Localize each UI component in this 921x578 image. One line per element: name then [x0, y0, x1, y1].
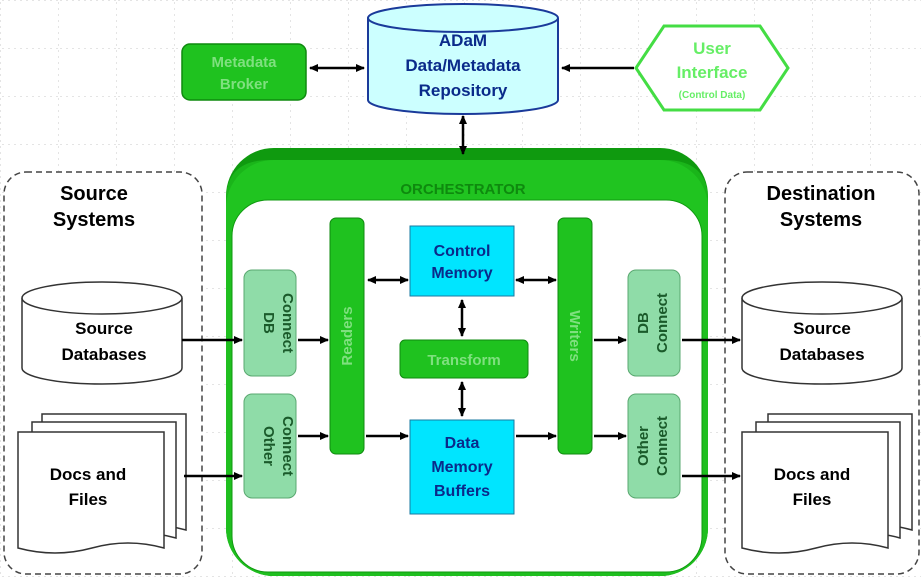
right-other-connect: Other Connect [627, 393, 681, 499]
source-systems-group: Source Systems Source Databases Docs and… [3, 171, 203, 575]
destination-docs-label-1: Docs and [774, 465, 851, 484]
destination-docs-label-2: Files [793, 490, 832, 509]
destination-db-label-2: Databases [779, 345, 864, 364]
destination-systems-title-1: Destination [767, 183, 876, 205]
writers-bar: Writers [557, 217, 593, 455]
left-db-connect-label-2: Connect [279, 293, 296, 353]
repository-label-1: ADaM [439, 31, 487, 50]
right-other-connect-label-2: Connect [654, 416, 671, 476]
destination-db-label-1: Source [793, 319, 851, 338]
right-db-connect-label-2: Connect [654, 293, 671, 353]
left-other-connect-label-2: Connect [279, 416, 296, 476]
user-interface-label-2: Interface [677, 63, 748, 82]
transform-label: Transform [427, 352, 500, 369]
orchestrator-label: ORCHESTRATOR [400, 181, 525, 198]
left-other-connect-label-1: Other [260, 426, 277, 466]
control-memory-label-1: Control [434, 243, 491, 260]
repository-label-3: Repository [419, 81, 508, 100]
destination-docs-icon [741, 413, 913, 554]
source-systems-title-1: Source [60, 183, 128, 205]
source-database-icon [21, 281, 183, 385]
metadata-broker-label-1: Metadata [211, 54, 277, 71]
left-db-connect: DB Connect [243, 269, 297, 377]
writers-label: Writers [566, 310, 583, 361]
user-interface-box: User Interface (Control Data) [634, 24, 790, 112]
repository-label-2: Data/Metadata [405, 56, 521, 75]
metadata-broker-label-2: Broker [220, 76, 269, 93]
data-memory-label-1: Data [445, 435, 480, 452]
control-memory-label-2: Memory [431, 265, 492, 282]
data-memory-buffers-box: Data Memory Buffers [409, 419, 515, 515]
readers-bar: Readers [329, 217, 365, 455]
right-db-connect-label-1: DB [635, 312, 652, 334]
left-other-connect: Other Connect [243, 393, 297, 499]
right-other-connect-label-1: Other [635, 426, 652, 466]
data-memory-label-3: Buffers [434, 483, 490, 500]
source-db-label-2: Databases [61, 345, 146, 364]
source-docs-icon [17, 413, 187, 554]
source-systems-title-2: Systems [53, 209, 135, 231]
source-docs-label-2: Files [69, 490, 108, 509]
user-interface-label-1: User [693, 39, 731, 58]
adam-repository: ADaM Data/Metadata Repository [367, 3, 559, 115]
user-interface-label-3: (Control Data) [679, 90, 746, 101]
destination-systems-group: Destination Systems Source Databases Doc… [724, 171, 920, 575]
destination-systems-title-2: Systems [780, 209, 862, 231]
source-docs-label-1: Docs and [50, 465, 127, 484]
control-memory-box: Control Memory [409, 225, 515, 297]
source-db-label-1: Source [75, 319, 133, 338]
left-db-connect-label-1: DB [260, 312, 277, 334]
right-db-connect: DB Connect [627, 269, 681, 377]
transform-box: Transform [399, 339, 529, 379]
arrows [182, 64, 741, 480]
readers-label: Readers [339, 306, 356, 365]
data-memory-label-2: Memory [431, 459, 492, 476]
metadata-broker-box: Metadata Broker [181, 43, 307, 101]
destination-database-icon [741, 281, 903, 385]
